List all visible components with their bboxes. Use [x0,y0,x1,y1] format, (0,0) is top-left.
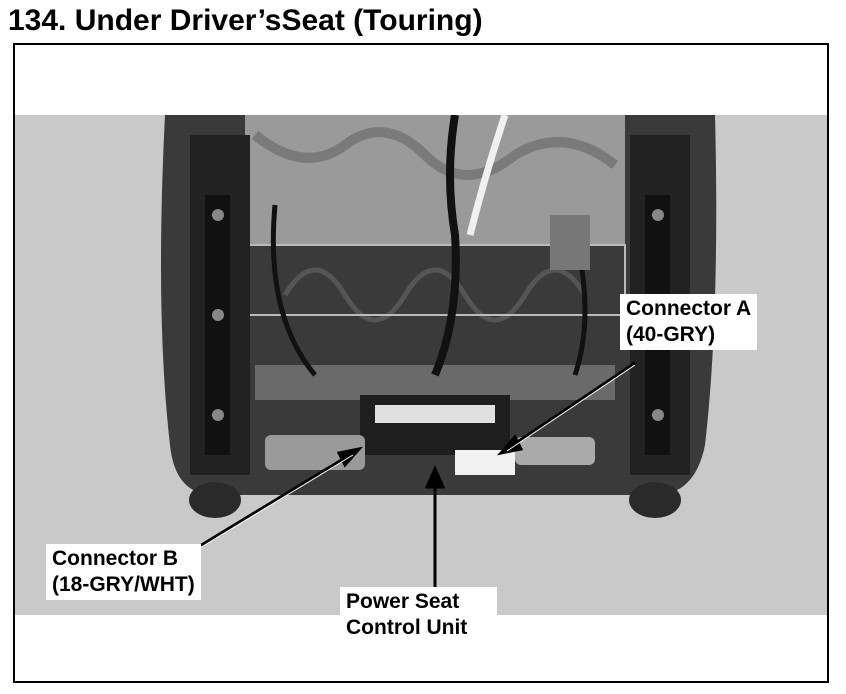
control-unit-label-2: Control Unit [346,616,468,639]
connector-b-label: Connector B [52,547,178,570]
connector-a-spec: (40-GRY) [626,323,716,346]
connector-a-label: Connector A [626,297,752,320]
control-unit-label-1: Power Seat [346,590,460,613]
connector-a-callout: Connector A (40-GRY) [620,294,758,350]
connector-b-callout: Connector B (18-GRY/WHT) [46,544,201,600]
control-unit-callout: Power Seat Control Unit [340,587,498,643]
page-title: 134. Under Driver’sSeat (Touring) [8,4,483,37]
connector-b-spec: (18-GRY/WHT) [52,573,195,596]
seat-underside-photo [15,115,827,615]
